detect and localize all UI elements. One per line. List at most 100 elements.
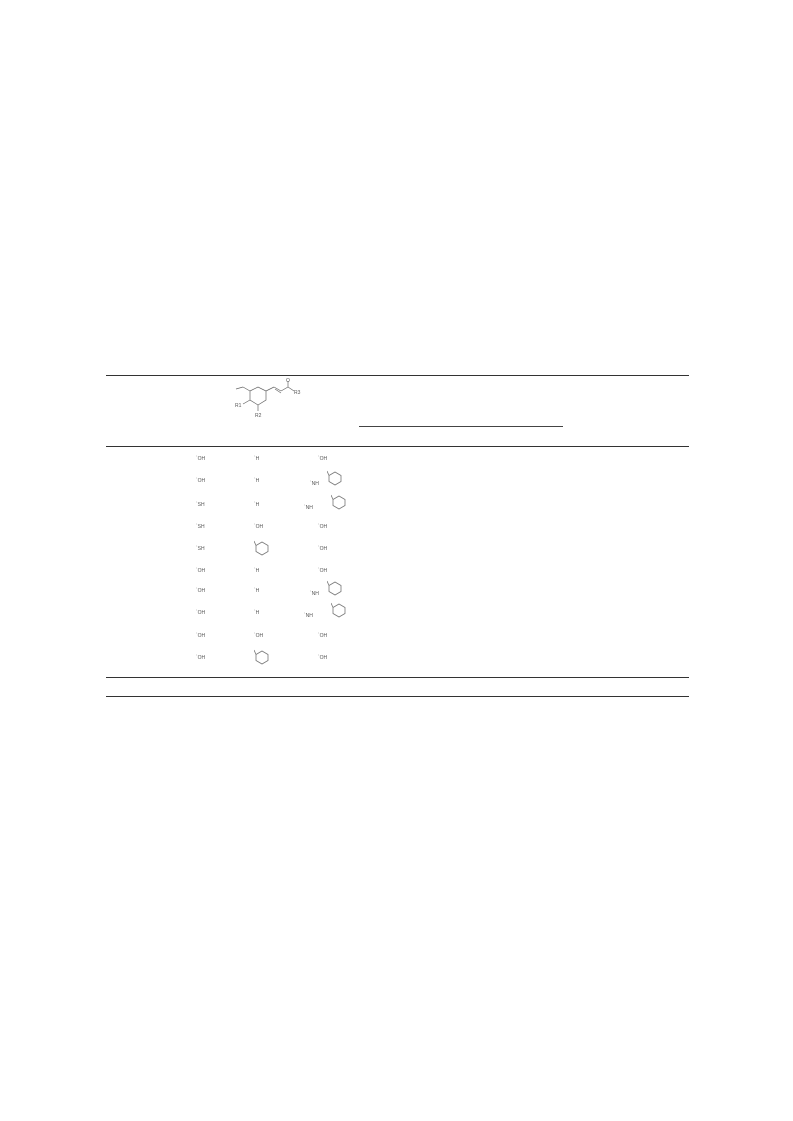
r1-label: R1 bbox=[235, 403, 242, 409]
r3-substituent-text: OH bbox=[319, 524, 328, 530]
r2-substituent: ˋH bbox=[254, 502, 259, 508]
bond-stub-icon: ˋ bbox=[196, 524, 198, 530]
r3-substituent: ˋNH bbox=[304, 613, 313, 619]
r1-substituent-text: OH bbox=[197, 588, 206, 594]
r3-benzyl-ring-icon bbox=[331, 602, 346, 618]
bond-stub-icon: ˋ bbox=[254, 524, 256, 530]
r1-substituent-text: SH bbox=[197, 502, 205, 508]
r3-substituent: ˋNH bbox=[310, 481, 319, 487]
table-top-rule bbox=[106, 375, 689, 376]
bond-stub-icon: ˋ bbox=[196, 546, 198, 552]
r3-substituent-text: OH bbox=[319, 633, 328, 639]
r3-benzyl-ring-icon bbox=[327, 580, 342, 596]
r3-substituent-text: NH bbox=[311, 591, 319, 597]
r1-substituent: ˋOH bbox=[196, 655, 205, 661]
r1-substituent-text: OH bbox=[197, 456, 206, 462]
r3-substituent-text: OH bbox=[319, 568, 328, 574]
r2-substituent: ˋH bbox=[254, 456, 259, 462]
bond-stub-icon: ˋ bbox=[254, 610, 256, 616]
r2-phenyl-ring-icon bbox=[254, 540, 269, 556]
bond-stub-icon: ˋ bbox=[196, 478, 198, 484]
r1-substituent-text: SH bbox=[197, 546, 205, 552]
r3-benzyl-ring-icon bbox=[331, 494, 346, 510]
r1-substituent: ˋOH bbox=[196, 610, 205, 616]
r3-substituent: ˋOH bbox=[318, 633, 327, 639]
r2-substituent: ˋH bbox=[254, 568, 259, 574]
r2-substituent-text: H bbox=[255, 568, 260, 574]
r2-substituent-text: H bbox=[255, 502, 260, 508]
header-span-rule bbox=[359, 426, 563, 427]
bond-stub-icon: ˋ bbox=[310, 481, 312, 487]
r2-label: R2 bbox=[255, 413, 262, 419]
r2-substituent: ˋH bbox=[254, 588, 259, 594]
r3-substituent: ˋNH bbox=[310, 591, 319, 597]
bond-stub-icon: ˋ bbox=[196, 588, 198, 594]
bond-stub-icon: ˋ bbox=[196, 655, 198, 661]
r1-substituent: ˋSH bbox=[196, 502, 205, 508]
r2-substituent-text: H bbox=[255, 456, 260, 462]
bond-stub-icon: ˋ bbox=[318, 568, 320, 574]
r3-substituent-text: OH bbox=[319, 456, 328, 462]
r3-substituent-text: OH bbox=[319, 546, 328, 552]
bond-stub-icon: ˋ bbox=[196, 633, 198, 639]
r1-substituent-text: OH bbox=[197, 633, 206, 639]
bond-stub-icon: ˋ bbox=[196, 568, 198, 574]
r3-substituent-text: NH bbox=[311, 481, 319, 487]
r1-substituent-text: OH bbox=[197, 478, 206, 484]
r3-substituent: ˋOH bbox=[318, 524, 327, 530]
r3-substituent: ˋOH bbox=[318, 456, 327, 462]
r3-substituent-text: NH bbox=[305, 505, 313, 511]
r3-substituent: ˋOH bbox=[318, 655, 327, 661]
r2-substituent-text: OH bbox=[255, 524, 264, 530]
bond-stub-icon: ˋ bbox=[196, 610, 198, 616]
r1-substituent: ˋOH bbox=[196, 633, 205, 639]
bond-stub-icon: ˋ bbox=[310, 591, 312, 597]
r1-substituent: ˋOH bbox=[196, 478, 205, 484]
bond-stub-icon: ˋ bbox=[254, 633, 256, 639]
carbonyl-oxygen-label: O bbox=[286, 378, 290, 384]
bond-stub-icon: ˋ bbox=[304, 505, 306, 511]
bond-stub-icon: ˋ bbox=[254, 588, 256, 594]
table-footer-rule bbox=[106, 696, 689, 697]
bond-stub-icon: ˋ bbox=[304, 613, 306, 619]
r2-substituent: ˋH bbox=[254, 610, 259, 616]
bond-stub-icon: ˋ bbox=[318, 456, 320, 462]
bond-stub-icon: ˋ bbox=[318, 546, 320, 552]
r2-substituent: ˋOH bbox=[254, 633, 263, 639]
r1-substituent: ˋSH bbox=[196, 524, 205, 530]
bond-stub-icon: ˋ bbox=[318, 655, 320, 661]
r1-substituent-text: OH bbox=[197, 610, 206, 616]
r3-benzyl-ring-icon bbox=[327, 470, 342, 486]
r2-phenyl-ring-icon bbox=[254, 649, 269, 665]
r1-substituent-text: OH bbox=[197, 655, 206, 661]
r3-substituent-text: NH bbox=[305, 613, 313, 619]
r3-substituent: ˋOH bbox=[318, 568, 327, 574]
r1-substituent: ˋSH bbox=[196, 546, 205, 552]
r2-substituent: ˋH bbox=[254, 478, 259, 484]
bond-stub-icon: ˋ bbox=[318, 524, 320, 530]
r1-substituent: ˋOH bbox=[196, 456, 205, 462]
r3-substituent: ˋNH bbox=[304, 505, 313, 511]
table-bottom-rule bbox=[106, 677, 689, 678]
bond-stub-icon: ˋ bbox=[196, 456, 198, 462]
r2-substituent-text: H bbox=[255, 588, 260, 594]
r1-substituent: ˋOH bbox=[196, 568, 205, 574]
r3-substituent-text: OH bbox=[319, 655, 328, 661]
bond-stub-icon: ˋ bbox=[254, 456, 256, 462]
r1-substituent-text: OH bbox=[197, 568, 206, 574]
bond-stub-icon: ˋ bbox=[318, 633, 320, 639]
bond-stub-icon: ˋ bbox=[254, 502, 256, 508]
r2-substituent-text: H bbox=[255, 478, 260, 484]
bond-stub-icon: ˋ bbox=[196, 502, 198, 508]
r3-substituent: ˋOH bbox=[318, 546, 327, 552]
cinnamoyl-scaffold-structure: O R1 R2 R3 bbox=[235, 378, 301, 419]
r2-substituent: ˋOH bbox=[254, 524, 263, 530]
bond-stub-icon: ˋ bbox=[254, 568, 256, 574]
header-bottom-rule bbox=[106, 446, 689, 447]
r2-substituent-text: OH bbox=[255, 633, 264, 639]
r2-substituent-text: H bbox=[255, 610, 260, 616]
r3-label: R3 bbox=[294, 390, 301, 396]
r1-substituent-text: SH bbox=[197, 524, 205, 530]
r1-substituent: ˋOH bbox=[196, 588, 205, 594]
